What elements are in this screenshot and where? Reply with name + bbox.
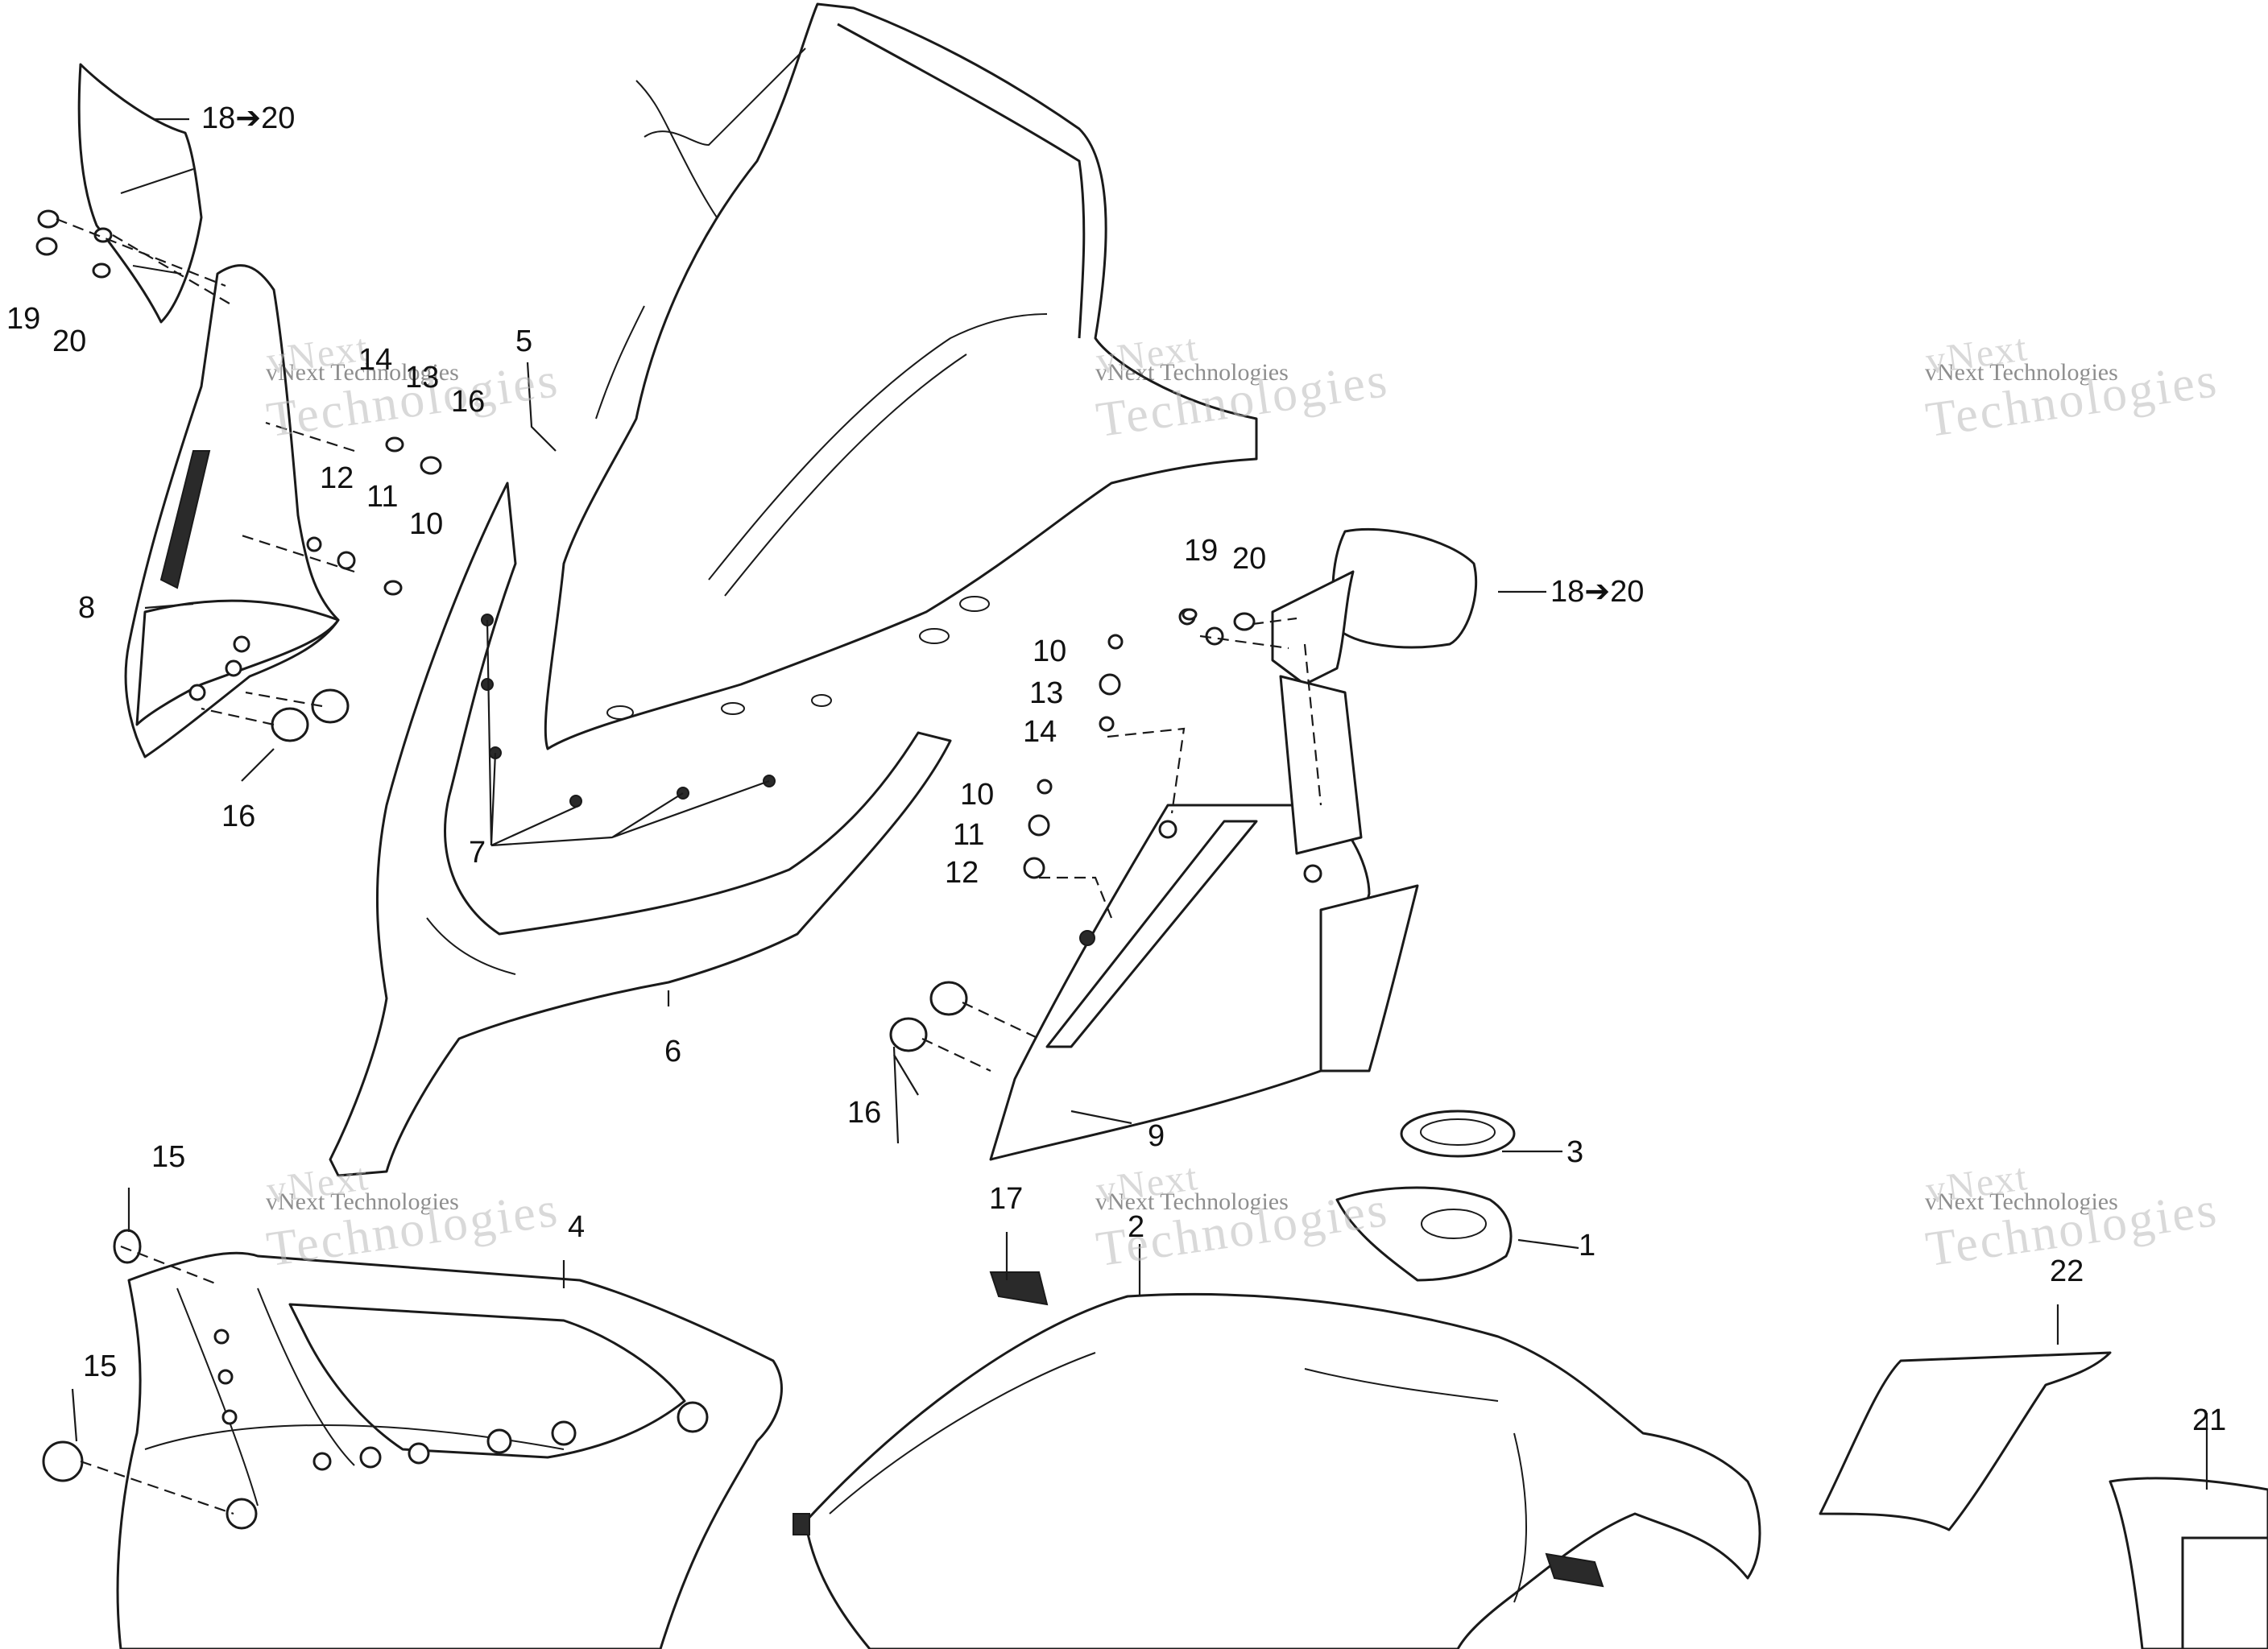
mounting-plate <box>1335 1186 1513 1282</box>
watermark: vNext vNext Technologies Technologies <box>1093 1155 1393 1278</box>
callout-21: 21 <box>2192 1403 2227 1437</box>
callout-8: 8 <box>78 591 96 625</box>
callout-13: 13 <box>405 361 440 395</box>
left-mirror <box>77 63 203 324</box>
watermark: vNext vNext Technologies Technologies <box>263 325 563 448</box>
callout-1: 1 <box>1579 1229 1596 1263</box>
callout-10: 10 <box>409 507 444 541</box>
callout-16: 16 <box>451 385 486 419</box>
callout-5: 5 <box>515 324 533 358</box>
grommet <box>42 688 968 1482</box>
callout-18-20: 18➔20 <box>201 101 296 135</box>
callout-12: 12 <box>320 461 354 495</box>
callout-19: 19 <box>6 302 41 336</box>
callout-17: 17 <box>989 1182 1024 1216</box>
left-mirror-housing <box>124 264 340 758</box>
right-mirror <box>1271 527 1478 855</box>
callout-16: 16 <box>221 800 256 833</box>
windshield <box>544 2 1258 750</box>
callout-19: 19 <box>1184 534 1219 568</box>
callout-22: 22 <box>2050 1254 2084 1288</box>
callout-9: 9 <box>1148 1119 1165 1153</box>
callout-2: 2 <box>1128 1210 1145 1244</box>
callout-6: 6 <box>664 1035 682 1068</box>
watermark: vNext vNext Technologies Technologies <box>1093 325 1393 448</box>
callout-7: 7 <box>469 836 486 870</box>
side-trim <box>1819 1351 2268 1649</box>
assembly-lines <box>56 217 1322 1515</box>
callout-15: 15 <box>151 1140 186 1174</box>
watermark: vNext vNext Technologies Technologies <box>1922 1155 2222 1278</box>
fastener <box>35 209 1256 879</box>
right-mirror-housing <box>989 804 1419 1161</box>
leader-lines <box>71 118 2208 1490</box>
callout-14: 14 <box>358 343 393 377</box>
callout-20: 20 <box>1232 542 1267 576</box>
callout-10: 10 <box>1033 634 1067 668</box>
callout-18-20: 18➔20 <box>1550 575 1645 609</box>
front-fascia-panel <box>116 1251 783 1649</box>
callout-15: 15 <box>83 1349 118 1383</box>
callout-14: 14 <box>1023 715 1057 749</box>
watermark: vNext vNext Technologies Technologies <box>1922 325 2222 448</box>
callout-10: 10 <box>960 778 995 812</box>
callout-12: 12 <box>945 856 979 890</box>
callout-13: 13 <box>1029 676 1064 710</box>
gasket-ring <box>1400 1110 1516 1158</box>
watermark: vNext vNext Technologies Technologies <box>263 1155 563 1278</box>
callout-4: 4 <box>568 1210 586 1244</box>
callout-11: 11 <box>953 818 985 852</box>
callout-20: 20 <box>52 324 87 358</box>
callout-3: 3 <box>1566 1135 1584 1169</box>
clip <box>989 1271 1604 1588</box>
callout-16: 16 <box>847 1096 882 1130</box>
callout-11: 11 <box>366 480 399 514</box>
center-console <box>793 1292 1761 1649</box>
